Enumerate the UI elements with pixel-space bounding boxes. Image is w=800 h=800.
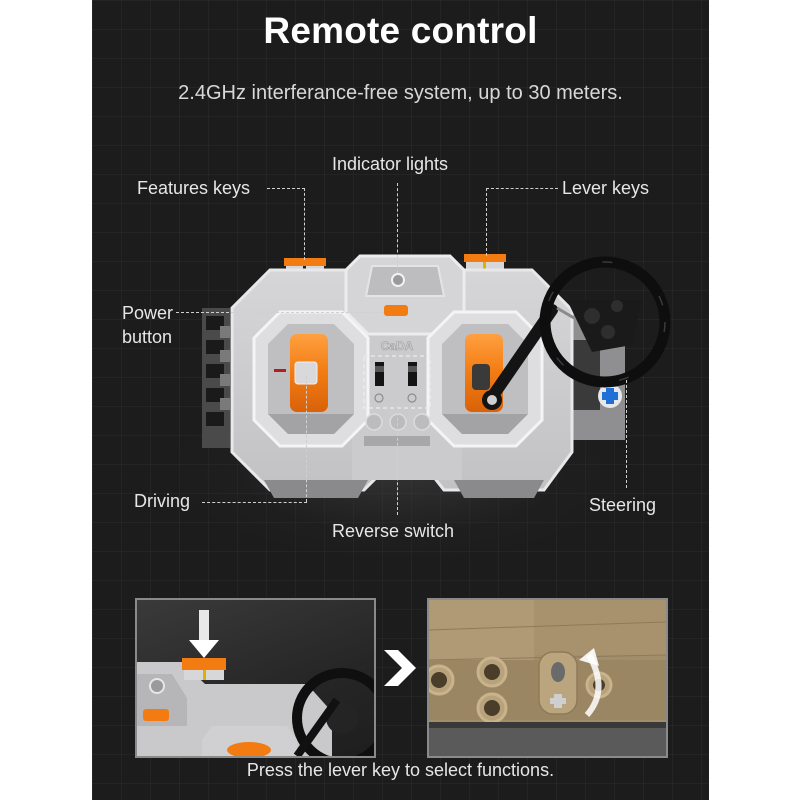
callout-reverse-switch: Reverse switch xyxy=(332,521,455,541)
leader-lever-keys-h xyxy=(486,188,558,189)
remote-controller-illustration: CaDA xyxy=(92,0,709,600)
leader-lever-keys-v xyxy=(486,188,487,256)
leader-power-button xyxy=(176,312,384,313)
leader-reverse-switch xyxy=(397,408,398,515)
steering-joystick xyxy=(426,310,544,448)
page-subtitle: 2.4GHz interferance-free system, up to 3… xyxy=(178,82,623,104)
axle-hole-icon xyxy=(550,694,566,708)
lever-selector xyxy=(538,651,578,715)
inset-lever-function-selector xyxy=(427,598,668,758)
callout-features-keys: Features keys xyxy=(137,178,251,198)
down-arrow-icon xyxy=(189,640,219,658)
leader-driving-v xyxy=(306,376,307,502)
controller-graphic: CaDA xyxy=(202,254,671,498)
chevron-right-icon xyxy=(384,650,416,686)
leader-features-keys-v xyxy=(304,188,305,260)
footer-caption: Press the lever key to select functions. xyxy=(246,760,555,780)
indicator-light xyxy=(391,273,405,287)
model-lever-graphic xyxy=(429,600,666,756)
leader-indicator-lights xyxy=(397,183,398,273)
leader-steering xyxy=(626,380,627,488)
driving-joystick xyxy=(252,310,370,448)
page-title: Remote control xyxy=(263,10,538,51)
power-button xyxy=(384,305,408,316)
inset-lever-key-press xyxy=(135,598,376,758)
callout-driving: Driving xyxy=(134,491,191,511)
callout-lever-keys: Lever keys xyxy=(562,178,650,198)
lever-key-press-graphic xyxy=(137,610,374,756)
callout-power-button-line1: Power xyxy=(122,303,174,323)
lever-key xyxy=(464,254,506,271)
left-side-connector xyxy=(202,308,230,448)
brand-mark: CaDA xyxy=(381,339,414,353)
callout-indicator-lights: Indicator lights xyxy=(332,154,449,174)
steering-wheel xyxy=(482,256,671,410)
infographic-panel: Remote control 2.4GHz interferance-free … xyxy=(92,0,709,800)
leader-driving-h xyxy=(202,502,307,503)
callout-steering: Steering xyxy=(589,495,657,515)
callout-power-button-line2: button xyxy=(122,327,173,347)
leader-features-keys-h xyxy=(267,188,305,189)
